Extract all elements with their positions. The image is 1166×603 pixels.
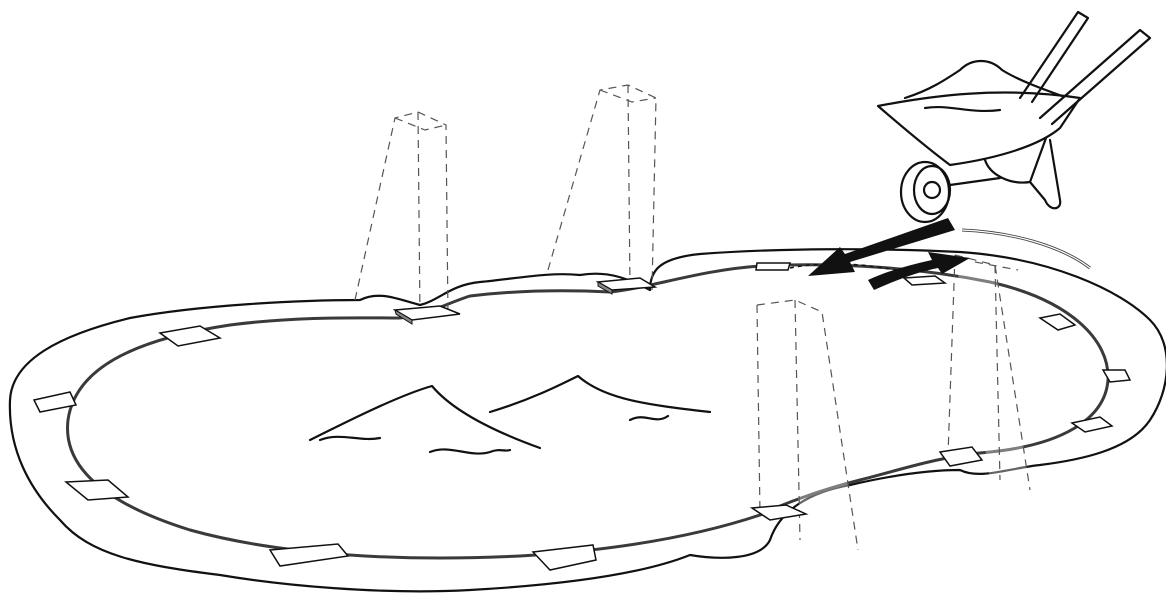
- boundary-peg-icon: [940, 447, 982, 466]
- boundary-peg-icon: [66, 480, 128, 500]
- boundary-peg-icon: [1072, 417, 1112, 432]
- boundary-peg-icon: [904, 276, 945, 285]
- sand-mound-icon: [490, 376, 710, 426]
- boundary-peg-icon: [752, 505, 806, 520]
- boundary-peg-icon: [756, 263, 790, 270]
- ghost-pillar-icon: [548, 85, 656, 290]
- boundary-peg-icon: [395, 306, 460, 324]
- ghost-pillar-icon: [355, 112, 448, 318]
- sand-mound-icon: [310, 386, 540, 456]
- wheelbarrow-icon: [878, 12, 1150, 222]
- boundary-peg-icon: [533, 545, 596, 570]
